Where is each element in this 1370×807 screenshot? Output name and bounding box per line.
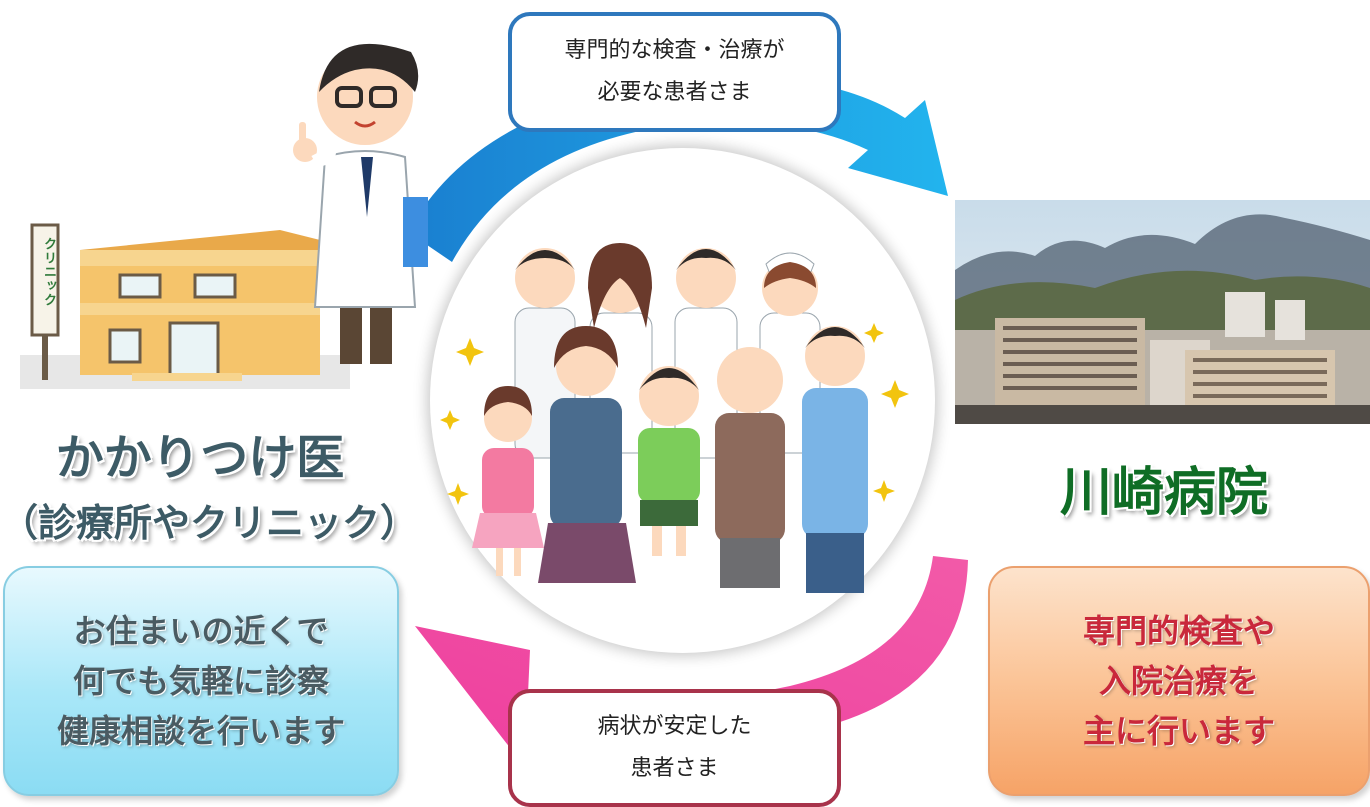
callout-bottom-line1: 病状が安定した — [597, 714, 752, 739]
callout-top-line2: 必要な患者さま — [597, 80, 752, 105]
clinic-title: かかりつけ医 — [55, 430, 345, 486]
hospital-photo — [955, 200, 1370, 424]
callout-bottom-line2: 患者さま — [630, 756, 719, 781]
doctor-illustration — [285, 22, 445, 367]
hospital-desc-line: 入院治療を — [1098, 662, 1259, 700]
clinic-desc-line: お住まいの近くで — [73, 612, 329, 650]
hospital-title: 川崎病院 — [1059, 463, 1268, 523]
callout-to-hospital: 専門的な検査・治療が 必要な患者さま — [508, 12, 841, 132]
clinic-desc-line: 何でも気軽に診察 — [72, 662, 329, 700]
callout-top-line1: 専門的な検査・治療が — [564, 38, 785, 63]
callout-to-clinic: 病状が安定した 患者さま — [508, 689, 841, 807]
clinic-subtitle: （診療所やクリニック） — [0, 501, 419, 545]
clinic-description-box: お住まいの近くで 何でも気軽に診察 健康相談を行います — [3, 566, 399, 796]
hospital-desc-line: 主に行います — [1082, 712, 1275, 750]
family-front-row — [472, 326, 868, 593]
clinic-desc-line: 健康相談を行います — [56, 712, 345, 750]
hospital-desc-line: 専門的検査や — [1082, 612, 1275, 650]
sparkle-icons — [440, 323, 909, 505]
family-illustration — [440, 243, 909, 593]
clinic-sign-text: クリニック — [41, 237, 56, 307]
clinic-building: クリニック — [20, 205, 350, 395]
center-circle — [430, 148, 935, 653]
hospital-description-box: 専門的検査や 入院治療を 主に行います — [988, 566, 1370, 796]
